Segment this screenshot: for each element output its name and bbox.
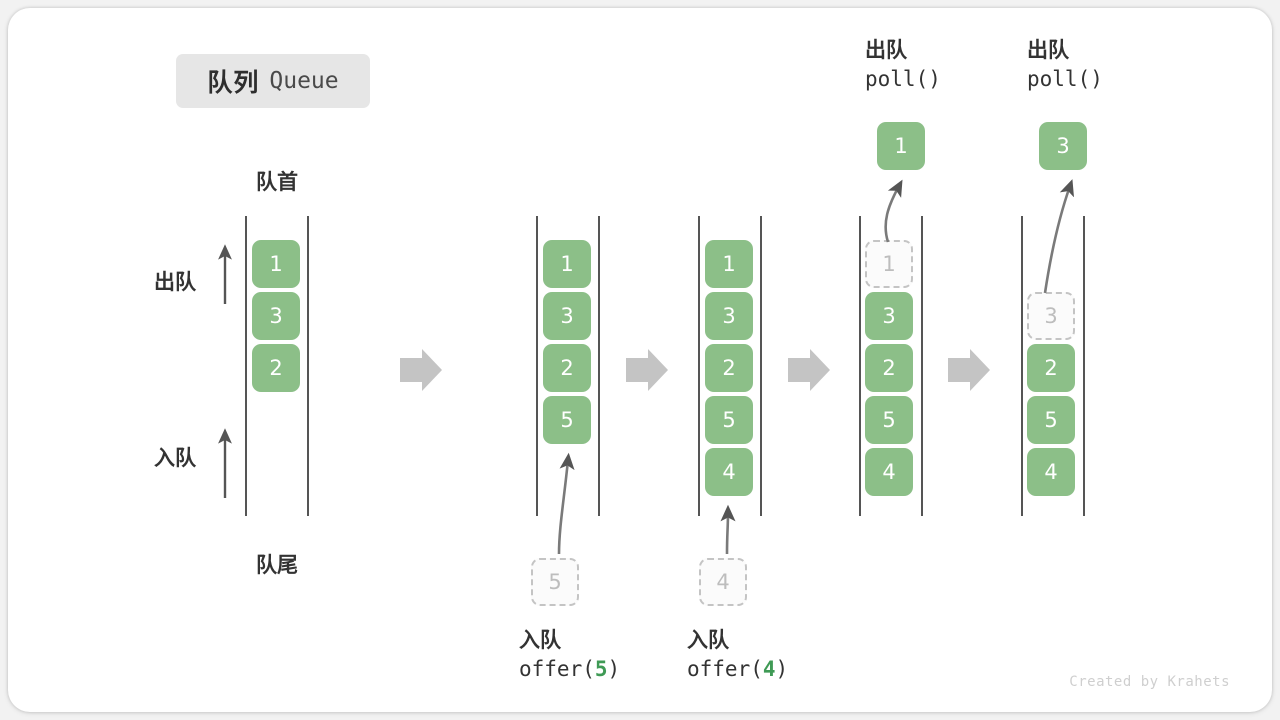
queue-cell: 3 — [705, 292, 753, 340]
offer-4-caption: 入队 offer(4) — [687, 628, 788, 684]
queue-cell: 2 — [705, 344, 753, 392]
panel-poll-3-rail-left — [1021, 216, 1023, 516]
queue-cell: 1 — [252, 240, 300, 288]
queue-cell: 1 — [705, 240, 753, 288]
queue-cell: 5 — [1027, 396, 1075, 444]
poll-3-caption-code: poll() — [1027, 67, 1103, 91]
offer-4-arrow — [720, 504, 736, 555]
queue-cell-ghost: 4 — [699, 558, 747, 606]
separator-arrow — [788, 349, 830, 391]
queue-cell-ghost: 1 — [865, 240, 913, 288]
poll-1-caption-cn: 出队 — [865, 39, 907, 62]
panel-offer-4-rail-left — [698, 216, 700, 516]
panel-initial-rail-left — [245, 216, 247, 516]
queue-cell-ghost: 3 — [1027, 292, 1075, 340]
offer-4-caption-cn: 入队 — [687, 629, 729, 652]
offer-5-caption-cn: 入队 — [519, 629, 561, 652]
queue-cell-popped: 3 — [1039, 122, 1087, 170]
poll-1-caption: 出队 poll() — [865, 38, 941, 94]
title-cn: 队列 — [207, 69, 260, 97]
queue-cell: 2 — [865, 344, 913, 392]
queue-cell: 2 — [543, 344, 591, 392]
queue-cell: 3 — [543, 292, 591, 340]
queue-cell: 3 — [865, 292, 913, 340]
separator-arrow — [400, 349, 442, 391]
panel-poll-3-rail-right — [1083, 216, 1085, 516]
poll-3-caption-cn: 出队 — [1027, 39, 1069, 62]
diagram-card: 队列 Queue 队首 队尾 出队 入队 1 3 2 1 3 2 5 5 入队 … — [8, 8, 1272, 712]
queue-cell: 4 — [865, 448, 913, 496]
queue-tail-label: 队尾 — [256, 554, 298, 577]
queue-cell-new: 5 — [543, 396, 591, 444]
queue-cell: 5 — [705, 396, 753, 444]
queue-cell-ghost: 5 — [531, 558, 579, 606]
title-en: Queue — [269, 68, 339, 94]
queue-cell: 2 — [252, 344, 300, 392]
title-badge: 队列 Queue — [176, 54, 370, 108]
panel-offer-4-rail-right — [760, 216, 762, 516]
panel-initial-rail-right — [307, 216, 309, 516]
poll-3-caption: 出队 poll() — [1027, 38, 1103, 94]
poll-3-arrow — [1043, 179, 1074, 294]
dequeue-direction-label: 出队 — [154, 271, 196, 294]
separator-arrow — [626, 349, 668, 391]
poll-1-arrow — [884, 179, 903, 243]
queue-cell: 1 — [543, 240, 591, 288]
queue-cell-popped: 1 — [877, 122, 925, 170]
panel-poll-1-rail-left — [859, 216, 861, 516]
watermark: Created by Krahets — [1069, 674, 1230, 690]
panel-poll-1-rail-right — [921, 216, 923, 516]
offer-4-caption-code: offer(4) — [687, 657, 789, 681]
panel-offer-5-rail-left — [536, 216, 538, 516]
poll-1-caption-code: poll() — [865, 67, 941, 91]
offer-5-arrow — [557, 452, 575, 555]
queue-cell: 2 — [1027, 344, 1075, 392]
panel-offer-5-rail-right — [598, 216, 600, 516]
enqueue-direction-label: 入队 — [154, 447, 196, 470]
queue-cell: 5 — [865, 396, 913, 444]
queue-cell: 3 — [252, 292, 300, 340]
separator-arrow — [948, 349, 990, 391]
queue-cell: 4 — [1027, 448, 1075, 496]
offer-5-caption: 入队 offer(5) — [519, 628, 620, 684]
queue-head-label: 队首 — [256, 171, 298, 194]
queue-cell-new: 4 — [705, 448, 753, 496]
offer-5-caption-code: offer(5) — [519, 657, 621, 681]
